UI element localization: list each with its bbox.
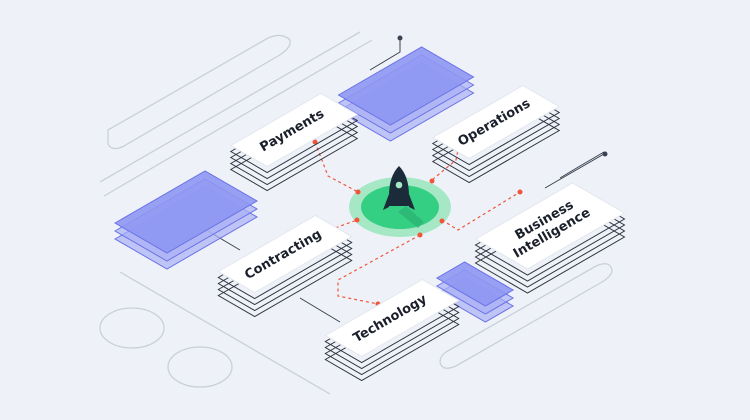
deco-line-3 <box>119 271 331 395</box>
deco-pill-2 <box>439 263 613 369</box>
cards: Payments OperationsContractingTechnologyB… <box>217 84 626 382</box>
connector-payments <box>314 141 359 193</box>
wire-top <box>369 38 401 71</box>
wire-right <box>544 153 605 189</box>
blue-panel-layer <box>113 170 259 254</box>
card-top <box>217 214 353 294</box>
rocket-hub <box>310 137 523 307</box>
blue-panel-layer <box>337 46 475 126</box>
deco-line-2 <box>103 39 373 197</box>
blue-panel-layer <box>435 261 515 307</box>
card-top <box>431 84 561 160</box>
card-business-intelligence[interactable]: BusinessIntelligence <box>474 182 626 294</box>
decorative-outlines <box>99 31 613 395</box>
blue-panel-stack <box>337 46 475 142</box>
card-top <box>324 278 460 358</box>
blue-panel-stack <box>113 170 259 270</box>
card-top <box>229 92 359 168</box>
blue-panel-stack <box>435 261 515 323</box>
deco-line-1 <box>99 31 361 183</box>
connector-bi <box>441 191 521 231</box>
deco-pill-1 <box>107 34 291 150</box>
card-operations[interactable]: Operations <box>431 84 561 184</box>
deco-circle-2 <box>167 346 233 388</box>
rocket-icon <box>383 166 415 210</box>
card-technology[interactable]: Technology <box>324 278 460 382</box>
card-payments[interactable]: Payments <box>229 92 359 192</box>
deco-circle-1 <box>99 307 165 349</box>
blue-panels <box>113 46 515 323</box>
rocket-shadow <box>398 206 424 228</box>
card-contracting[interactable]: Contracting <box>217 214 353 318</box>
gray-wires <box>195 35 608 323</box>
card-top <box>474 182 626 270</box>
